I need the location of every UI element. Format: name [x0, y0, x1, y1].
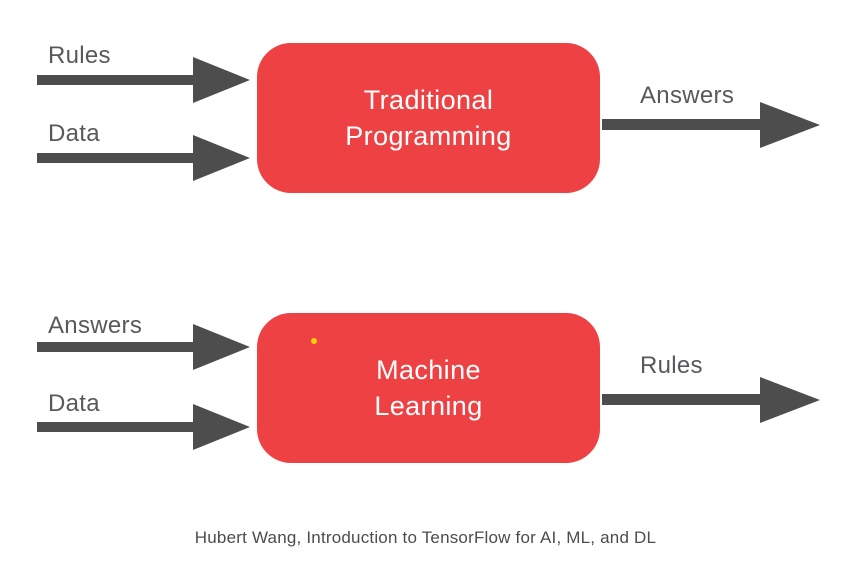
input-label-data: Data [48, 390, 100, 417]
input-label-rules: Rules [48, 42, 111, 69]
cursor-dot [311, 338, 317, 344]
arrow-shaft [602, 394, 761, 405]
arrow-head-icon [193, 324, 250, 370]
arrow-shaft [602, 119, 761, 130]
arrow-shaft [37, 153, 194, 163]
input-arrow-data [37, 404, 250, 450]
traditional-programming-box: Traditional Programming [257, 43, 600, 193]
arrow-head-icon [193, 404, 250, 450]
input-label-answers: Answers [48, 312, 143, 339]
output-arrow-rules [602, 377, 820, 423]
arrow-head-icon [760, 377, 820, 423]
machine-learning-box: Machine Learning [257, 313, 600, 463]
input-arrow-rules [37, 57, 250, 103]
box-label-line2: Programming [345, 121, 512, 151]
arrow-shaft [37, 75, 194, 85]
arrow-head-icon [760, 102, 820, 148]
input-arrow-answers [37, 324, 250, 370]
input-arrow-data [37, 135, 250, 181]
output-label-rules: Rules [640, 352, 703, 379]
box-label-line1: Machine [376, 355, 481, 385]
output-label-answers: Answers [640, 82, 735, 109]
attribution-caption: Hubert Wang, Introduction to TensorFlow … [194, 528, 657, 547]
arrow-shaft [37, 342, 194, 352]
arrow-shaft [37, 422, 194, 432]
output-arrow-answers [602, 102, 820, 148]
input-label-data: Data [48, 120, 100, 147]
arrow-head-icon [193, 135, 250, 181]
arrow-head-icon [193, 57, 250, 103]
box-label-line2: Learning [374, 391, 483, 421]
box-label-line1: Traditional [363, 85, 494, 115]
